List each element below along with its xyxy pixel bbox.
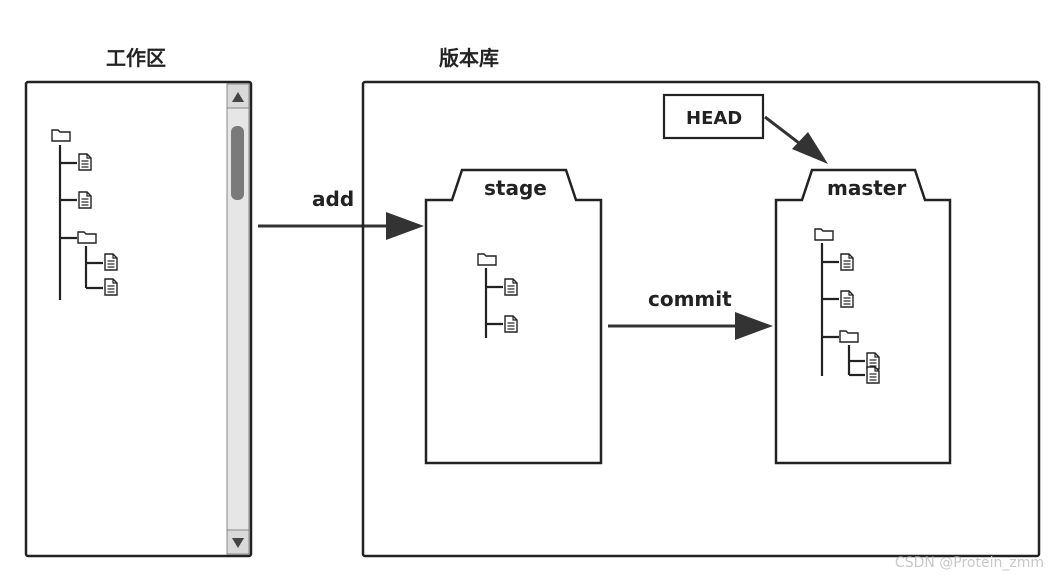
file-icon — [840, 290, 854, 308]
master-tree — [820, 243, 865, 377]
commit-label: commit — [648, 287, 732, 311]
stage-tree — [484, 268, 503, 338]
scroll-thumb[interactable] — [231, 126, 244, 200]
folder-icon — [814, 228, 834, 241]
file-icon — [78, 153, 92, 171]
head-label: HEAD — [686, 108, 742, 129]
folder-icon — [77, 231, 97, 244]
watermark: CSDN @Protein_zmm — [894, 555, 1044, 571]
triangle-up-icon — [232, 92, 244, 102]
head-box — [662, 93, 765, 140]
folder-icon — [477, 253, 497, 266]
file-icon — [504, 315, 518, 333]
file-icon — [78, 191, 92, 209]
stage-label: stage — [484, 176, 547, 200]
working-area-title: 工作区 — [106, 46, 166, 70]
folder-icon — [51, 129, 71, 142]
add-label: add — [312, 187, 354, 211]
master-branch — [774, 168, 952, 465]
repository-box — [361, 80, 1041, 558]
file-icon — [104, 278, 118, 296]
scrollbar[interactable] — [226, 83, 250, 555]
file-icon — [104, 253, 118, 271]
triangle-down-icon — [232, 538, 244, 548]
head-arrowhead — [792, 132, 828, 164]
folder-icon — [839, 330, 859, 343]
working-tree — [58, 145, 103, 300]
repository-title: 版本库 — [439, 46, 499, 70]
commit-arrowhead — [735, 312, 773, 340]
add-arrowhead — [386, 212, 424, 240]
master-label: master — [827, 176, 906, 200]
file-icon — [840, 253, 854, 271]
file-icon — [866, 366, 880, 384]
file-icon — [504, 278, 518, 296]
